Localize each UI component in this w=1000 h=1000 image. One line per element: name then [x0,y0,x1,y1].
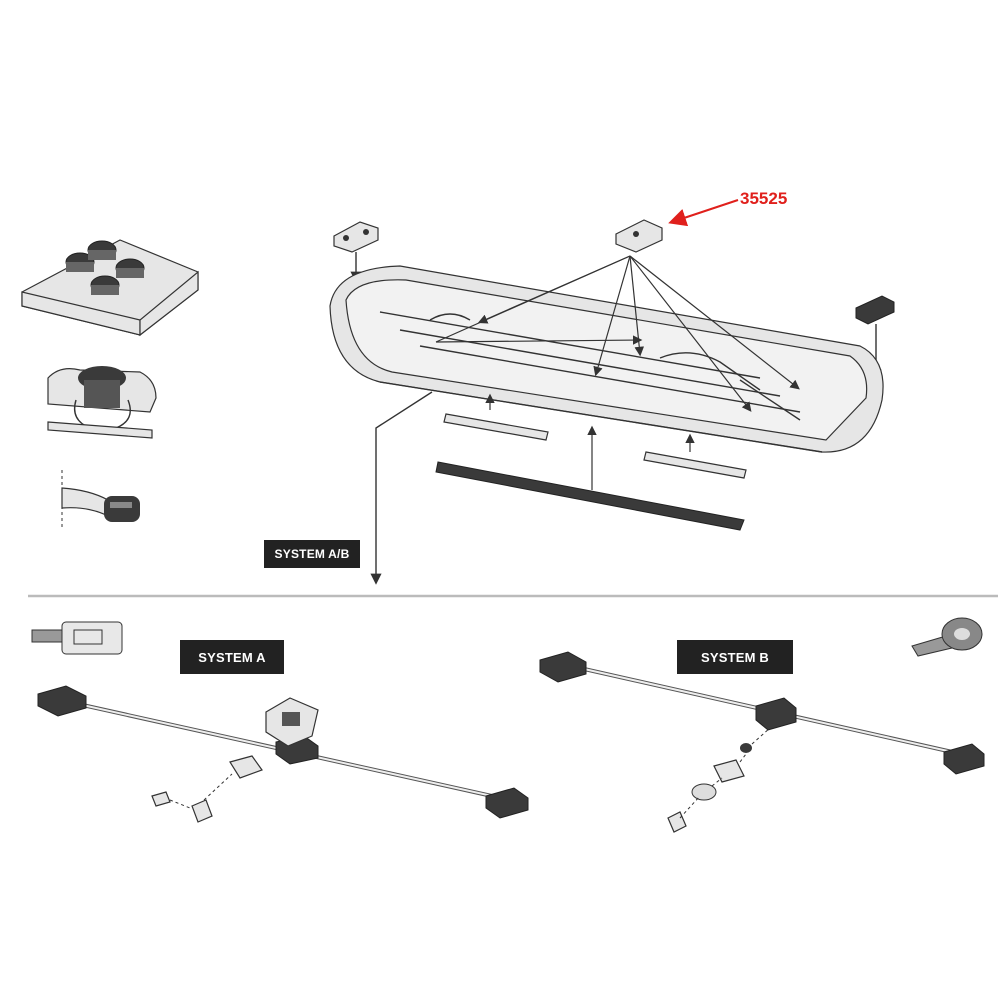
bottom-strip-left [443,393,549,441]
hinge-bracket-left-icon [333,221,379,283]
bottom-rail-long [435,425,745,531]
system-a-assembly [37,685,529,823]
key-icon-left [31,621,123,655]
system-b-assembly [539,651,985,833]
system-a-label: SYSTEM A [180,640,284,674]
system-b-label: SYSTEM B [677,640,793,674]
lock-bracket-part-icon [615,219,663,253]
bottom-strip-right [643,433,747,479]
quick-mount-plate-icon [21,239,199,337]
key-icon-right [911,617,983,657]
roof-box-shell [329,265,884,453]
bracket-pointer-lines [435,255,800,412]
part-number-label: 35525 [740,189,788,208]
system-ab-arrow [370,391,433,585]
part-pointer-arrow [668,199,739,227]
system-ab-label: SYSTEM A/B [264,540,360,568]
strap-buckle-icon [61,470,140,530]
clamp-knob-icon [47,366,157,439]
